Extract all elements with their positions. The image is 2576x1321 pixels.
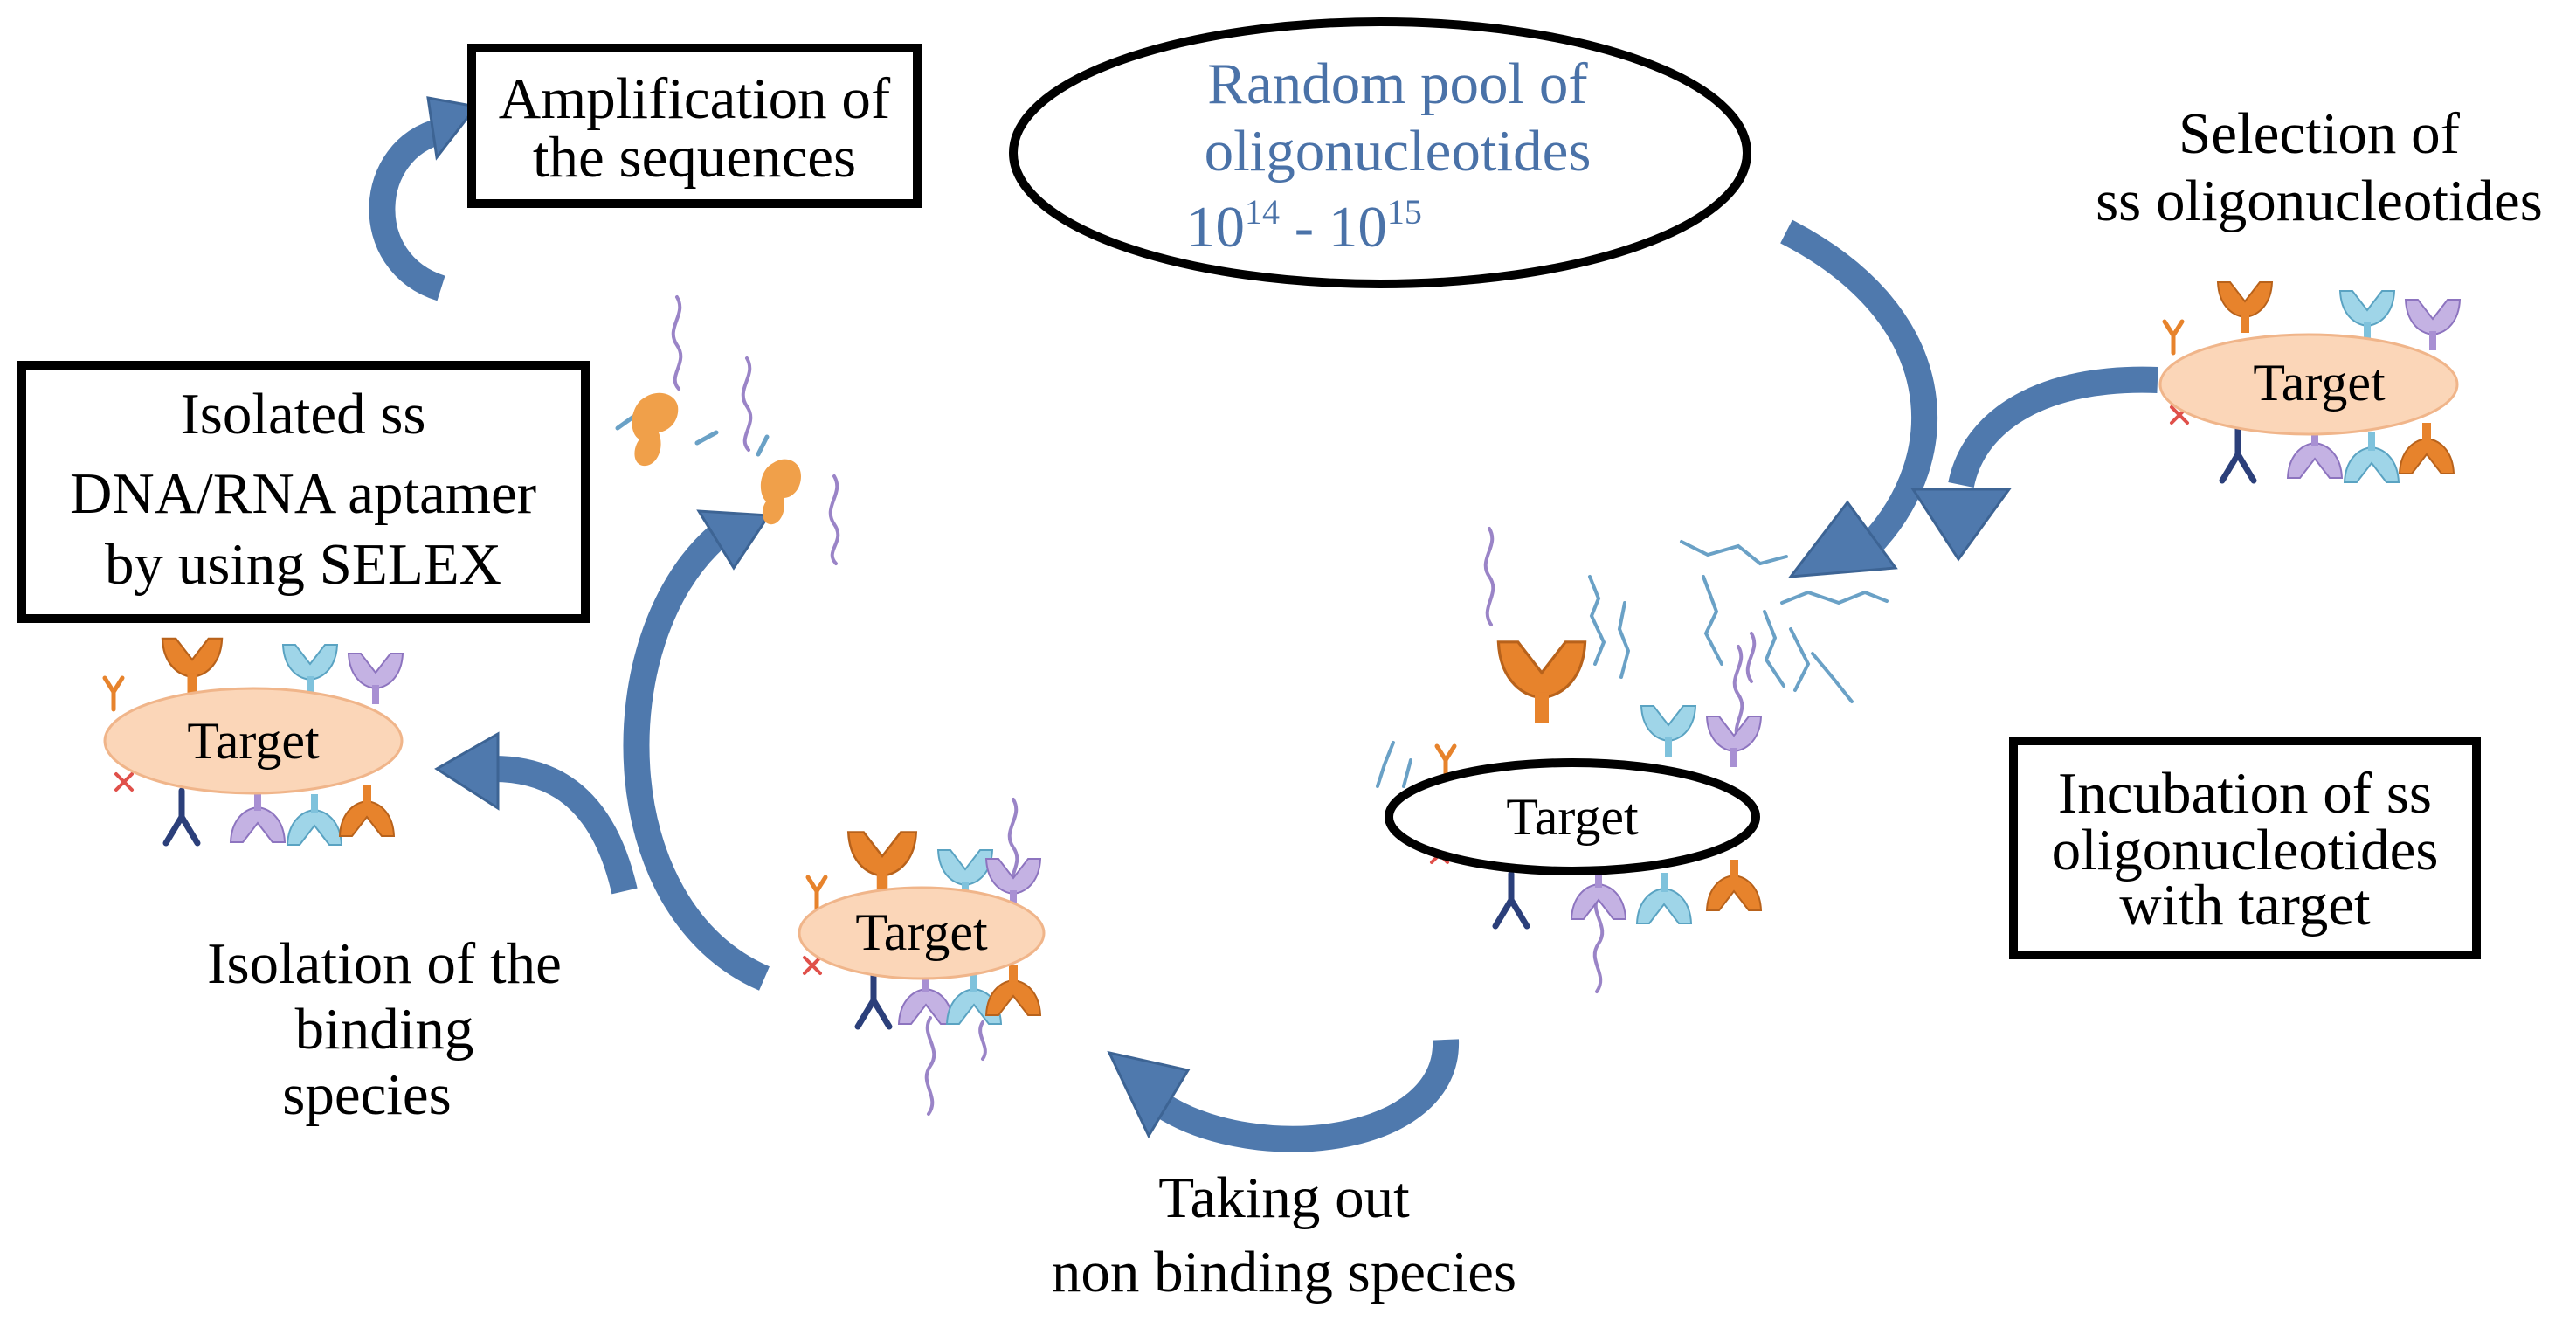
isolation-line1: Isolation of the (207, 931, 562, 996)
target-selection: Target (2158, 281, 2461, 482)
arrow-isolation-left (493, 756, 638, 895)
target-molecule-icon-bound (798, 886, 1046, 980)
released-aptamers (615, 295, 840, 565)
isolated-line1: Isolated ss (181, 382, 426, 446)
incubation-box: Incubation of ss oligonucleotides with t… (2009, 737, 2481, 959)
target-bound: Target (798, 798, 1046, 1116)
random-pool-line1: Random pool of (1207, 52, 1588, 116)
isolated-line3: by using SELEX (105, 532, 501, 597)
incubation-line2: oligonucleotides (2052, 818, 2439, 882)
arrow-head-selection (1910, 488, 2012, 562)
isolation-line2: binding (295, 997, 474, 1062)
target-label-isolated: Target (187, 712, 320, 770)
arrow-head-isolation-left (434, 731, 500, 811)
random-pool-range: 1014 - 1015 (1186, 192, 1422, 259)
target-molecule-icon-outlined (1385, 758, 1760, 875)
isolated-aptamer-box: Isolated ss DNA/RNA aptamer by using SEL… (17, 361, 590, 623)
arrow-head-removal (1107, 1050, 1191, 1139)
target-molecule-icon (2158, 333, 2459, 436)
receptor-icon (1496, 640, 1587, 725)
target-label-bound: Target (855, 903, 988, 961)
incubation-line3: with target (2119, 873, 2371, 937)
random-pool: Random pool of oligonucleotides 1014 - 1… (1009, 17, 1751, 288)
target-label-selection: Target (2253, 354, 2386, 412)
amplification-box: Amplification of the sequences (467, 44, 922, 208)
arrow-incubation-to-removal (1154, 1039, 1460, 1152)
random-pool-line2: oligonucleotides (1205, 119, 1592, 183)
random-pool-ellipse (1009, 17, 1751, 288)
arrow-isolation-up (623, 527, 770, 991)
target-molecule-icon-isolated (103, 687, 404, 795)
target-isolated: Target (103, 637, 404, 845)
taking-line1: Taking out (1158, 1165, 1410, 1230)
selection-line1: Selection of (2179, 101, 2461, 166)
arrow-head-amplification (426, 96, 479, 161)
cycle-arrows (369, 96, 2158, 1152)
amplification-line1: Amplification of (499, 66, 891, 131)
arrow-selection-to-incubation (1948, 366, 2158, 488)
arrow-head-pool (1787, 500, 1898, 578)
arrow-pool-to-incubation (1780, 219, 1937, 556)
amplification-line2: the sequences (533, 125, 856, 190)
taking-line2: non binding species (1052, 1240, 1516, 1304)
target-label-incubation: Target (1506, 788, 1639, 846)
isolated-line2: DNA/RNA aptamer (70, 461, 536, 526)
arrow-amplification (369, 118, 446, 301)
incubation-line1: Incubation of ss (2058, 761, 2432, 826)
arrow-head-isolation-up (696, 509, 771, 571)
isolation-line3: species (282, 1062, 451, 1127)
selection-line2: ss oligonucleotides (2096, 169, 2543, 233)
target-incubation: Target (1376, 527, 1889, 993)
